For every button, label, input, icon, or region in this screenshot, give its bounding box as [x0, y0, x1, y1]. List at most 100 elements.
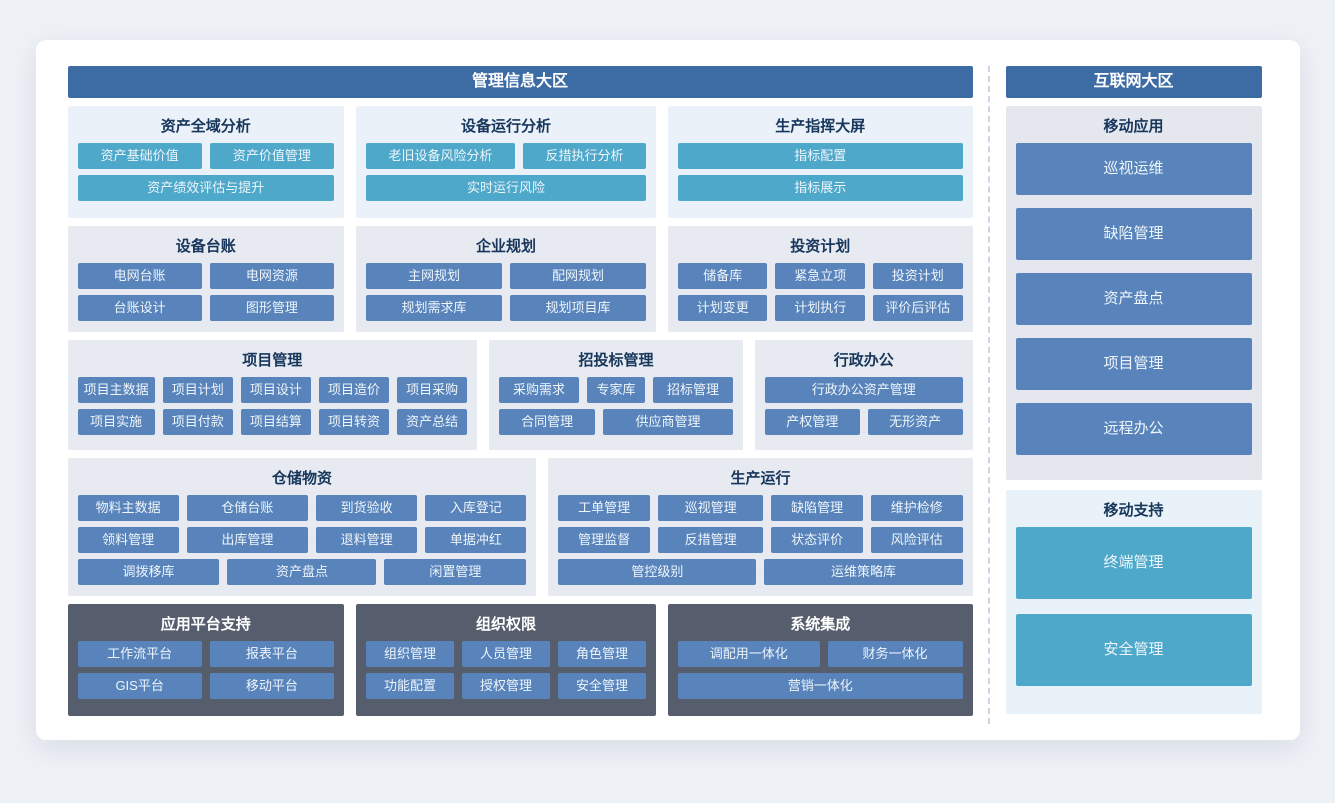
module-button[interactable]: 报表平台: [209, 641, 335, 667]
panel-title: 组织权限: [476, 616, 537, 633]
module-button[interactable]: 领料管理: [77, 527, 179, 553]
module-button[interactable]: 行政办公资产管理: [764, 377, 963, 403]
module-button[interactable]: 入库登记: [425, 495, 527, 521]
module-button[interactable]: 项目付款: [162, 409, 233, 435]
module-button[interactable]: 储备库: [677, 263, 768, 289]
module-button[interactable]: 计划变更: [677, 295, 768, 321]
panel-title: 行政办公: [833, 352, 894, 369]
module-button[interactable]: 到货验收: [316, 495, 418, 521]
button-row: 资产盘点: [1015, 273, 1252, 325]
module-button[interactable]: 规划项目库: [510, 295, 646, 321]
module-button[interactable]: 安全管理: [558, 673, 646, 699]
module-button[interactable]: 缺陷管理: [771, 495, 863, 521]
module-button[interactable]: 资产基础价值: [77, 143, 202, 169]
module-button[interactable]: 无形资产: [867, 409, 963, 435]
module-button[interactable]: 安全管理: [1015, 614, 1252, 686]
module-button[interactable]: 管理监督: [558, 527, 650, 553]
module-button[interactable]: 工作流平台: [77, 641, 202, 667]
module-button[interactable]: 合同管理: [499, 409, 596, 435]
module-button[interactable]: 计划执行: [775, 295, 865, 321]
module-button[interactable]: 规划需求库: [366, 295, 503, 321]
module-button[interactable]: 调配用一体化: [677, 641, 820, 667]
module-button[interactable]: 图形管理: [209, 295, 335, 321]
module-button[interactable]: 移动平台: [209, 673, 335, 699]
module-button[interactable]: 配网规划: [510, 263, 646, 289]
module-button[interactable]: 项目采购: [397, 377, 468, 403]
button-row: 行政办公资产管理: [764, 377, 963, 403]
module-button[interactable]: 资产盘点: [1015, 273, 1252, 325]
module-button[interactable]: 巡视运维: [1015, 143, 1252, 195]
module-button[interactable]: 电网资源: [209, 263, 335, 289]
module-button[interactable]: 闲置管理: [384, 559, 527, 585]
module-button[interactable]: 授权管理: [462, 673, 550, 699]
module-button[interactable]: 资产价值管理: [209, 143, 335, 169]
module-button[interactable]: 仓储台账: [186, 495, 309, 521]
module-button[interactable]: 角色管理: [558, 641, 646, 667]
asset-global-analysis-panel: 资产全域分析资产基础价值资产价值管理资产绩效评估与提升: [67, 106, 345, 218]
button-row: 指标配置: [677, 143, 963, 169]
module-button[interactable]: 实时运行风险: [366, 175, 646, 201]
module-button[interactable]: 缺陷管理: [1015, 208, 1252, 260]
app-platform-support-panel: 应用平台支持工作流平台报表平台 GIS平台移动平台: [67, 604, 345, 716]
module-button[interactable]: 紧急立项: [775, 263, 865, 289]
button-row: 管控级别运维策略库: [558, 559, 963, 585]
module-button[interactable]: 采购需求: [499, 377, 579, 403]
module-button[interactable]: 退料管理: [316, 527, 418, 553]
module-button[interactable]: 项目实施: [77, 409, 155, 435]
module-button[interactable]: 单据冲红: [425, 527, 527, 553]
module-button[interactable]: GIS平台: [77, 673, 202, 699]
module-button[interactable]: 反措管理: [657, 527, 764, 553]
module-button[interactable]: 组织管理: [366, 641, 455, 667]
module-button[interactable]: 维护检修: [870, 495, 963, 521]
module-button[interactable]: 功能配置: [366, 673, 455, 699]
module-button[interactable]: 产权管理: [764, 409, 860, 435]
module-button[interactable]: 供应商管理: [603, 409, 733, 435]
module-button[interactable]: 人员管理: [462, 641, 550, 667]
button-row: 功能配置授权管理安全管理: [366, 673, 646, 699]
module-button[interactable]: 项目管理: [1015, 338, 1252, 390]
module-button[interactable]: 招标管理: [653, 377, 733, 403]
module-button[interactable]: 调拨移库: [77, 559, 220, 585]
module-button[interactable]: 电网台账: [77, 263, 202, 289]
module-button[interactable]: 财务一体化: [827, 641, 963, 667]
module-button[interactable]: 项目结算: [240, 409, 311, 435]
module-button[interactable]: 资产总结: [397, 409, 468, 435]
module-button[interactable]: 营销一体化: [677, 673, 963, 699]
module-button[interactable]: 远程办公: [1015, 403, 1252, 455]
module-button[interactable]: 物料主数据: [77, 495, 179, 521]
button-row: GIS平台移动平台: [77, 673, 335, 699]
button-row: 终端管理: [1015, 527, 1252, 599]
module-button[interactable]: 指标配置: [677, 143, 963, 169]
module-button[interactable]: 巡视管理: [657, 495, 764, 521]
module-button[interactable]: 评价后评估: [872, 295, 963, 321]
button-row: 台账设计图形管理: [77, 295, 335, 321]
panel-title: 应用平台支持: [160, 616, 251, 633]
module-button[interactable]: 终端管理: [1015, 527, 1252, 599]
module-button[interactable]: 投资计划: [872, 263, 963, 289]
panel-row: 仓储物资物料主数据仓储台账到货验收入库登记领料管理出库管理退料管理单据冲红调拨移…: [67, 458, 973, 596]
module-button[interactable]: 工单管理: [558, 495, 650, 521]
module-button[interactable]: 运维策略库: [764, 559, 963, 585]
module-button[interactable]: 台账设计: [77, 295, 202, 321]
zone-header-management-information: 管理信息大区: [67, 66, 973, 98]
module-button[interactable]: 老旧设备风险分析: [366, 143, 515, 169]
module-button[interactable]: 状态评价: [771, 527, 863, 553]
module-button[interactable]: 出库管理: [186, 527, 309, 553]
module-button[interactable]: 指标展示: [677, 175, 963, 201]
module-button[interactable]: 主网规划: [366, 263, 503, 289]
module-button[interactable]: 风险评估: [870, 527, 963, 553]
module-button[interactable]: 项目转资: [318, 409, 390, 435]
module-button[interactable]: 项目主数据: [77, 377, 155, 403]
panel-row: 项目管理项目主数据项目计划项目设计项目造价项目采购项目实施项目付款项目结算项目转…: [67, 340, 973, 450]
production-command-screen-panel: 生产指挥大屏指标配置指标展示: [667, 106, 973, 218]
module-button[interactable]: 项目计划: [162, 377, 233, 403]
module-button[interactable]: 资产绩效评估与提升: [77, 175, 335, 201]
button-row: 项目实施项目付款项目结算项目转资资产总结: [77, 409, 468, 435]
module-button[interactable]: 项目设计: [240, 377, 311, 403]
module-button[interactable]: 项目造价: [318, 377, 390, 403]
module-button[interactable]: 资产盘点: [227, 559, 377, 585]
panel-title: 仓储物资: [271, 470, 332, 487]
module-button[interactable]: 管控级别: [558, 559, 757, 585]
module-button[interactable]: 反措执行分析: [522, 143, 646, 169]
module-button[interactable]: 专家库: [586, 377, 646, 403]
